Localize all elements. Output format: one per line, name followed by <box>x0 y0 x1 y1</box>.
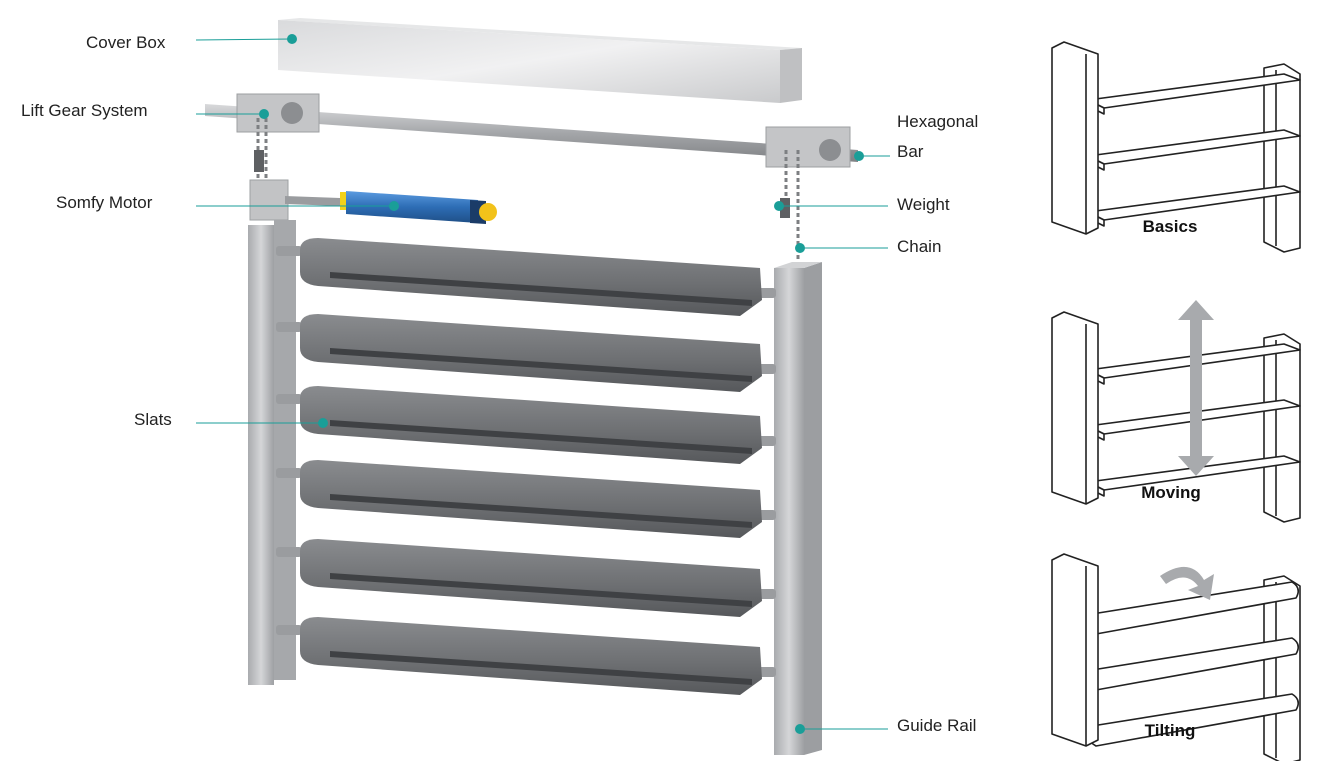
leader-cover-box <box>195 38 293 41</box>
hexagonal-bar-shape <box>205 93 858 168</box>
slat-pin-left <box>276 246 302 256</box>
left-weight-shape <box>254 150 264 172</box>
dot-chain <box>795 243 805 253</box>
dot-lift-gear <box>259 109 269 119</box>
back-post <box>1263 333 1301 523</box>
somfy-motor-shape <box>285 191 497 224</box>
slat-groove <box>330 573 752 607</box>
slat-groove <box>330 348 752 382</box>
label-cover-box: Cover Box <box>86 33 166 52</box>
label-bar: Bar <box>897 142 924 161</box>
slat-pin-left <box>276 394 302 404</box>
slat-6 <box>276 617 776 695</box>
slat-pin-left <box>276 625 302 635</box>
slat-5 <box>276 539 776 617</box>
label-somfy-motor: Somfy Motor <box>56 193 153 212</box>
slat-pin-left <box>276 468 302 478</box>
dot-guide-rail <box>795 724 805 734</box>
cover-box-shape <box>278 18 802 103</box>
slat-1 <box>276 238 776 316</box>
slat-3 <box>276 386 776 464</box>
dot-hexagonal-bar <box>854 151 864 161</box>
mode-diagrams <box>1051 41 1301 765</box>
caption-basics: Basics <box>1142 217 1198 236</box>
back-post <box>1263 63 1301 253</box>
slat-pin-left <box>276 547 302 557</box>
caption-moving: Moving <box>1141 483 1201 502</box>
label-lift-gear-system: Lift Gear System <box>21 101 148 120</box>
slat-4 <box>276 460 776 538</box>
label-hexagonal: Hexagonal <box>897 112 979 131</box>
weight-shape <box>780 198 790 218</box>
leader-lines <box>195 34 890 734</box>
label-slats: Slats <box>134 410 172 429</box>
dot-weight <box>774 201 784 211</box>
front-post <box>1051 41 1099 235</box>
front-post <box>1051 553 1099 747</box>
right-guide-rail-shape <box>774 262 822 755</box>
dot-slats <box>318 418 328 428</box>
caption-tilting: Tilting <box>1144 721 1196 740</box>
arrow-shape <box>1178 300 1214 476</box>
slats-group <box>276 238 776 695</box>
rotate-arrow-icon <box>1160 566 1214 600</box>
slat-groove <box>330 494 752 528</box>
up-down-arrow-icon <box>1178 300 1214 476</box>
front-post <box>1051 311 1099 505</box>
rotate-arrow-shape <box>1160 566 1214 600</box>
slat-groove <box>330 272 752 306</box>
back-post <box>1263 575 1301 765</box>
slat-groove <box>330 651 752 685</box>
slat-groove <box>330 420 752 454</box>
label-guide-rail: Guide Rail <box>897 716 977 735</box>
mode-tilting-drawing <box>1051 553 1301 765</box>
dot-cover-box <box>287 34 297 44</box>
dot-somfy-motor <box>389 201 399 211</box>
slat-2 <box>276 314 776 392</box>
label-weight: Weight <box>897 195 950 214</box>
slat-pin-left <box>276 322 302 332</box>
label-chain: Chain <box>897 237 942 256</box>
mode-basics-drawing <box>1051 41 1301 253</box>
